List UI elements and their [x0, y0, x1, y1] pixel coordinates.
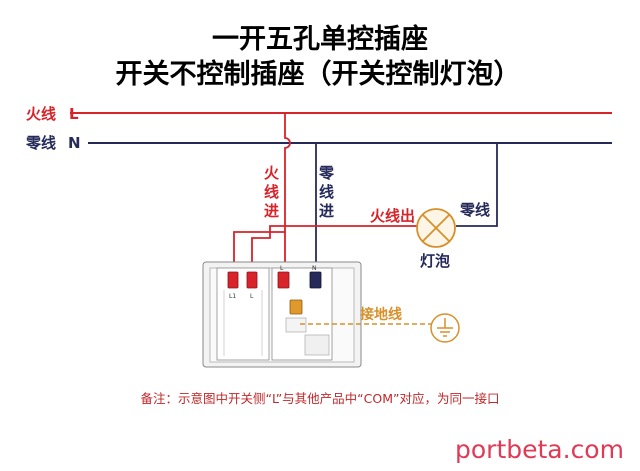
live-feed-wire	[284, 113, 291, 275]
title-line-2: 开关不控制插座（开关控制灯泡）	[116, 58, 521, 90]
switch-terminal-l1: L1	[229, 293, 236, 300]
neutral-in-char-2: 线	[319, 183, 334, 201]
live-out-label: 火线出	[370, 207, 415, 225]
live-in-char-1: 火	[264, 164, 280, 182]
socket-terminal-n: N	[312, 265, 317, 272]
live-line-label: 火线	[26, 105, 56, 123]
watermark: portbeta.com	[455, 435, 624, 464]
socket-terminal-l: L	[280, 265, 284, 272]
ground-terminal	[289, 299, 303, 315]
live-line-letter: L	[69, 105, 79, 123]
socket-module: L N	[271, 265, 333, 361]
live-in-char-3: 进	[264, 202, 279, 220]
neutral-in-char-1: 零	[318, 164, 335, 182]
live-switch-branch	[233, 231, 285, 275]
title-line-1: 一开五孔单控插座	[212, 23, 428, 55]
lamp-neutral-wire	[456, 143, 498, 227]
switch-terminal-l: L	[250, 293, 254, 300]
footnote: 备注：示意图中开关侧“L”与其他产品中“COM”对应，为同一接口	[141, 391, 500, 406]
neutral-line-letter: N	[68, 134, 81, 152]
lamp-icon	[416, 208, 456, 248]
ground-symbol-icon	[430, 313, 460, 343]
ground-label: 接地线	[360, 306, 402, 323]
switch-module: L1 L	[216, 267, 270, 361]
socket-device: L1 L L N	[202, 261, 362, 368]
live-in-char-2: 线	[264, 183, 279, 201]
neutral-in-char-3: 进	[319, 202, 334, 220]
live-out-wire	[251, 225, 417, 275]
lamp-neutral-label: 零线	[459, 201, 490, 219]
lamp-label: 灯泡	[420, 252, 450, 270]
neutral-line-label: 零线	[25, 134, 56, 152]
